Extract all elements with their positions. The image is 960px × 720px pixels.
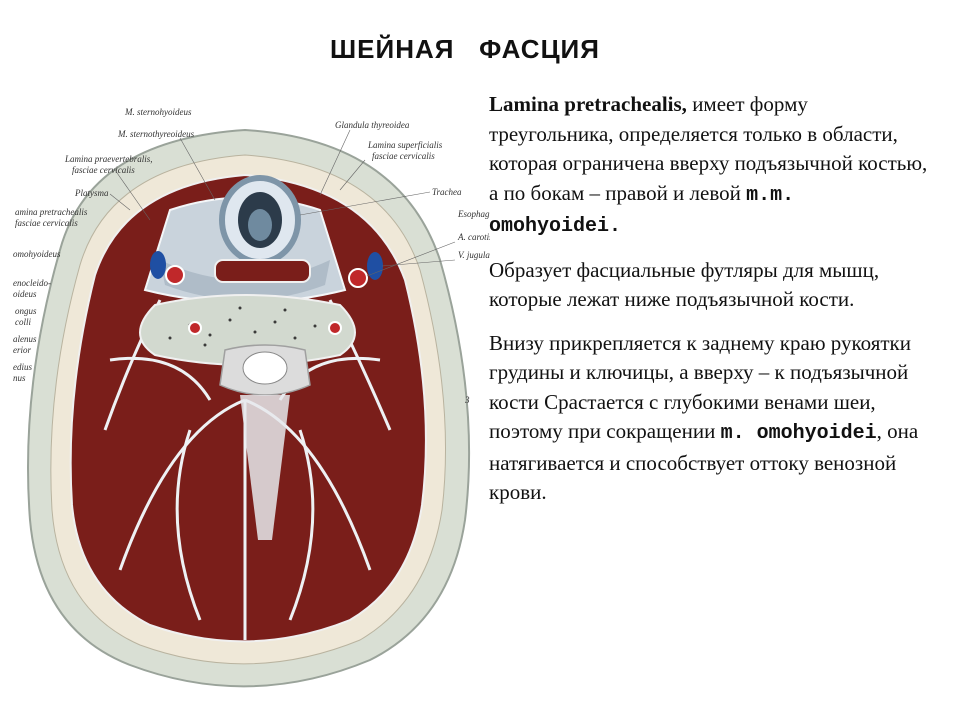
paragraph-3-text: Внизу прикрепляется к заднему краю рукоя…: [489, 330, 911, 444]
svg-text:Glandula thyreoidea: Glandula thyreoidea: [335, 120, 410, 130]
prevertebral-area: [139, 294, 356, 366]
spinal-canal: [242, 351, 288, 385]
jugular-vein-left: [150, 251, 166, 279]
vertebral-artery-right: [328, 321, 342, 335]
term-m-omohyoidei: m. omohyoidei: [720, 422, 877, 445]
svg-text:M. sternohyoideus: M. sternohyoideus: [124, 107, 192, 117]
svg-text:omohyoideus: omohyoideus: [13, 249, 61, 259]
figure-labels: M. sternohyoideus M. sternothyreoideus G…: [13, 107, 501, 405]
paragraph-1-text: имеет форму треугольника, определяется т…: [489, 92, 928, 205]
svg-text:edius: edius: [13, 362, 32, 372]
svg-text:fasciae cervicalis: fasciae cervicalis: [72, 165, 135, 175]
neck-cross-section-illustration: M. sternohyoideus M. sternothyreoideus G…: [10, 100, 501, 700]
svg-text:3: 3: [464, 395, 470, 405]
svg-text:oideus: oideus: [13, 289, 37, 299]
svg-text:M. sternothyreoideus: M. sternothyreoideus: [117, 129, 195, 139]
carotid-artery-right: [348, 268, 368, 288]
svg-text:A. carotis: A. carotis: [457, 232, 490, 242]
paragraph-3-tail: , она натягивается и способствует оттоку…: [489, 419, 919, 504]
jugular-vein-right: [367, 252, 383, 280]
svg-text:ongus: ongus: [15, 306, 37, 316]
page-title: ШЕЙНАЯ ФАСЦИЯ: [330, 34, 600, 64]
svg-text:Platysma: Platysma: [74, 188, 109, 198]
svg-text:Esophagus: Esophagus: [457, 209, 490, 219]
svg-text:colli: colli: [15, 317, 31, 327]
anatomy-svg: M. sternohyoideus M. sternothyreoideus G…: [13, 107, 501, 688]
term-omohyoidei: m.m. omohyoidei.: [489, 183, 795, 239]
svg-text:Trachea: Trachea: [432, 187, 462, 197]
svg-text:fasciae cervicalis: fasciae cervicalis: [372, 151, 435, 161]
vertebral-artery-left: [188, 321, 202, 335]
svg-text:nus: nus: [13, 373, 26, 383]
svg-text:fasciae cervicalis: fasciae cervicalis: [15, 218, 78, 228]
svg-text:enocleido-: enocleido-: [13, 278, 51, 288]
svg-text:amina pretrachealis: amina pretrachealis: [15, 207, 88, 217]
paragraph-2-text: Образует фасциальные футляры для мышц, к…: [489, 257, 880, 312]
svg-text:Lamina praevertebralis,: Lamina praevertebralis,: [64, 154, 153, 164]
svg-text:Lamina superficialis: Lamina superficialis: [367, 140, 443, 150]
label-leader-lines: [109, 129, 456, 277]
svg-text:erior: erior: [13, 345, 31, 355]
description-text: Lamina pretrachealis, имеет форму треуго…: [489, 90, 929, 522]
term-lamina-pretrachealis: Lamina pretrachealis,: [489, 92, 687, 116]
paragraph-1: Lamina pretrachealis, имеет форму треуго…: [489, 90, 929, 242]
svg-text:V. jugularis: V. jugularis: [458, 250, 490, 260]
esophagus: [214, 259, 311, 283]
nuchal-ligament: [240, 395, 290, 540]
svg-text:alenus: alenus: [13, 334, 37, 344]
paragraph-3: Внизу прикрепляется к заднему краю рукоя…: [489, 329, 929, 508]
paragraph-2: Образует фасциальные футляры для мышц, к…: [489, 256, 929, 315]
carotid-artery-left: [165, 265, 185, 285]
